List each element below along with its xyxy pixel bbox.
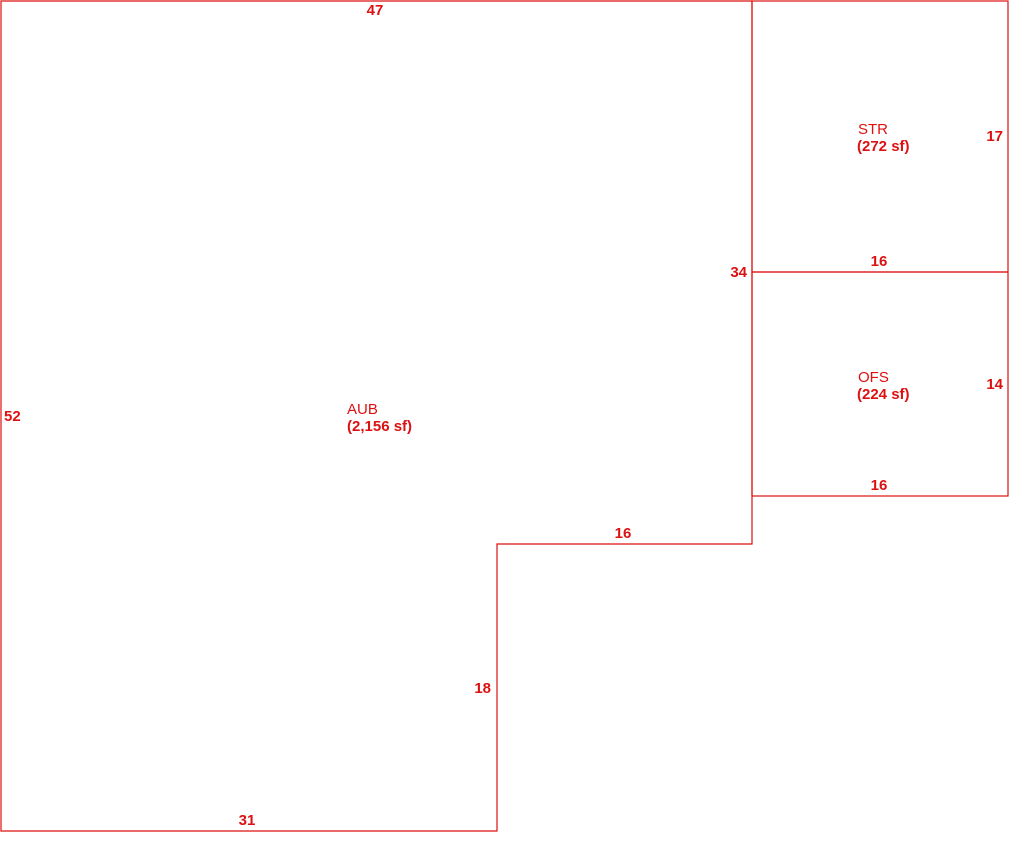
aub-area-label: AUB (2,156 sf) bbox=[347, 401, 412, 435]
ofs-outline bbox=[751, 271, 1009, 497]
dim-aub-step-vertical: 18 bbox=[474, 680, 491, 697]
dim-str-right: 17 bbox=[986, 128, 1003, 145]
str-code: STR bbox=[858, 121, 888, 138]
ofs-area-label: OFS (224 sf) bbox=[857, 369, 910, 403]
dim-ofs-bottom: 16 bbox=[871, 477, 888, 494]
dim-aub-left: 52 bbox=[4, 408, 21, 425]
ofs-size: (224 sf) bbox=[857, 386, 910, 403]
ofs-code: OFS bbox=[858, 369, 889, 386]
dim-aub-step-horizontal: 16 bbox=[615, 525, 632, 542]
aub-code: AUB bbox=[347, 401, 378, 418]
dim-aub-right: 34 bbox=[730, 264, 747, 281]
dim-ofs-right: 14 bbox=[986, 376, 1003, 393]
dim-aub-bottom: 31 bbox=[239, 812, 256, 829]
str-size: (272 sf) bbox=[857, 138, 910, 155]
dim-aub-top: 47 bbox=[367, 2, 384, 19]
aub-size: (2,156 sf) bbox=[347, 418, 412, 435]
str-area-label: STR (272 sf) bbox=[857, 121, 910, 155]
dim-str-bottom: 16 bbox=[871, 253, 888, 270]
